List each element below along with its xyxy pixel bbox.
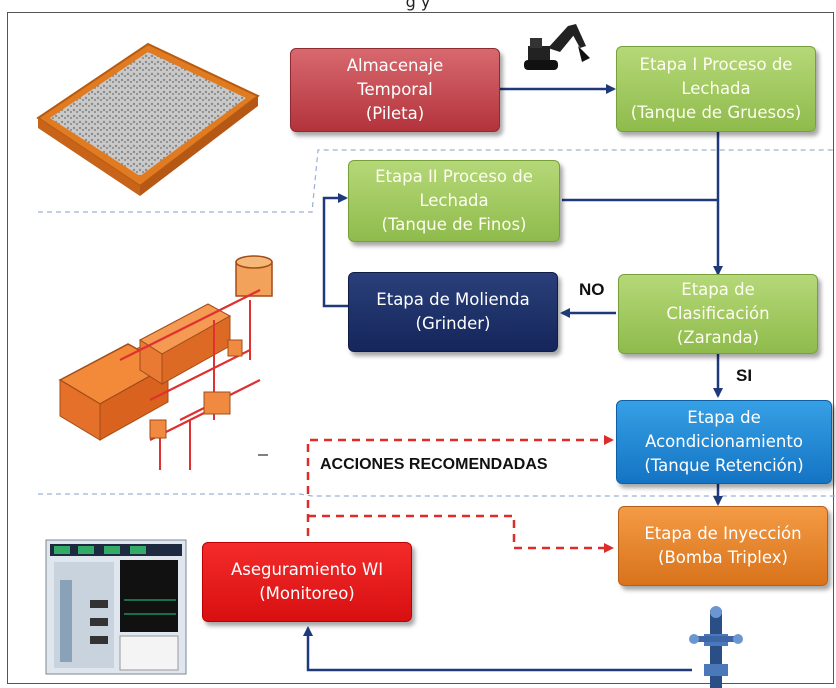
node-almacenaje-line2: Temporal xyxy=(357,80,433,99)
node-etapa1-lechada: Etapa I Proceso de Lechada (Tanque de Gr… xyxy=(616,46,816,132)
node-clasificacion-line2: Clasificación xyxy=(666,304,770,323)
label-si: SI xyxy=(736,366,753,385)
node-acondicionamiento-line1: Etapa de xyxy=(687,408,761,427)
node-inyeccion-line2: (Bomba Triplex) xyxy=(658,548,788,567)
excavator-icon xyxy=(524,24,590,70)
node-acondicionamiento-line2: Acondicionamiento xyxy=(645,432,803,451)
node-etapa1-line3: (Tanque de Gruesos) xyxy=(630,103,802,122)
arrow-wellhead-to-aseguramiento xyxy=(303,626,692,672)
node-etapa-molienda: Etapa de Molienda (Grinder) xyxy=(348,272,558,352)
node-clasificacion-line1: Etapa de xyxy=(681,280,755,299)
storage-pit-illustration xyxy=(36,42,260,196)
node-acondicionamiento-line3: (Tanque Retención) xyxy=(644,456,804,475)
node-molienda-line2: (Grinder) xyxy=(415,314,491,333)
wellhead-icon xyxy=(689,606,743,688)
node-etapa2-line1: Etapa II Proceso de xyxy=(375,167,533,186)
separator-lines xyxy=(38,149,836,497)
label-no: NO xyxy=(579,280,605,299)
node-almacenaje-temporal: Almacenaje Temporal (Pileta) xyxy=(290,48,500,132)
label-acciones-recomendadas: ACCIONES RECOMENDADAS xyxy=(320,456,548,473)
node-molienda-line1: Etapa de Molienda xyxy=(376,290,530,309)
node-almacenaje-line1: Almacenaje xyxy=(346,56,444,75)
node-etapa2-lechada: Etapa II Proceso de Lechada (Tanque de F… xyxy=(348,160,560,242)
monitoring-screen-illustration xyxy=(45,539,187,675)
plant-illustration xyxy=(58,255,273,470)
node-aseguramiento-wi: Aseguramiento WI (Monitoreo) xyxy=(202,542,412,622)
node-etapa1-line1: Etapa I Proceso de xyxy=(639,55,793,74)
arrow-molienda-to-etapa2 xyxy=(322,193,348,308)
node-etapa-acondicionamiento: Etapa de Acondicionamiento (Tanque Reten… xyxy=(616,400,832,484)
node-inyeccion-line1: Etapa de Inyección xyxy=(644,524,802,543)
dashed-arrow-to-acondicionamiento xyxy=(306,435,614,536)
node-clasificacion-line3: (Zaranda) xyxy=(676,328,760,347)
node-etapa2-line2: Lechada xyxy=(419,191,489,210)
node-etapa2-line3: (Tanque de Finos) xyxy=(381,215,527,234)
node-etapa-inyeccion: Etapa de Inyección (Bomba Triplex) xyxy=(618,506,828,586)
dashed-arrow-to-inyeccion xyxy=(308,514,614,553)
node-etapa1-line2: Lechada xyxy=(681,79,751,98)
node-etapa-clasificacion: Etapa de Clasificación (Zaranda) xyxy=(618,274,818,354)
header-title-fragment: g y xyxy=(405,0,431,11)
node-almacenaje-line3: (Pileta) xyxy=(365,104,425,123)
node-aseguramiento-line2: (Monitoreo) xyxy=(259,584,355,603)
node-aseguramiento-line1: Aseguramiento WI xyxy=(230,560,384,579)
